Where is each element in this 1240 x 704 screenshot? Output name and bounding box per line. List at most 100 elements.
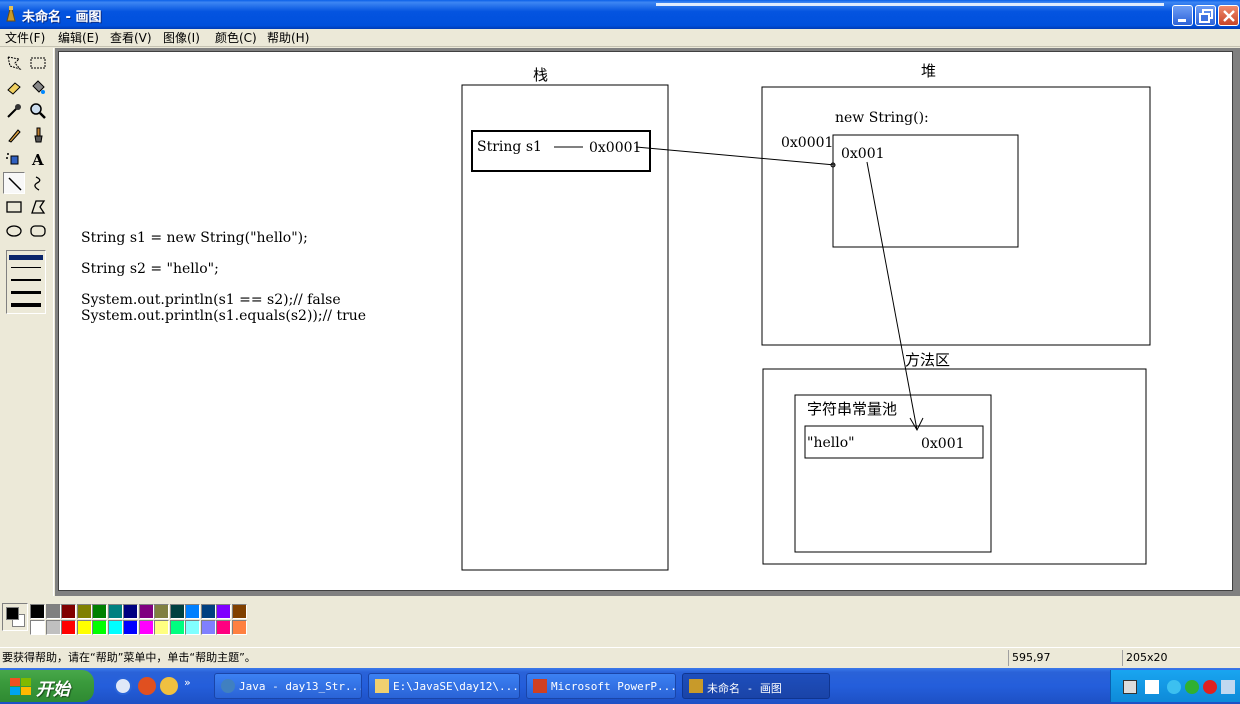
paint-task-icon — [689, 679, 703, 693]
rounded-rect-tool[interactable] — [27, 220, 49, 242]
palette-swatch[interactable] — [138, 620, 154, 635]
magnifier-tool[interactable] — [27, 100, 49, 122]
title-stripe — [656, 3, 1164, 6]
palette-swatch[interactable] — [216, 604, 231, 619]
line-tool[interactable] — [3, 172, 25, 194]
palette-swatch[interactable] — [154, 604, 169, 619]
paint-app-icon — [6, 6, 16, 22]
stack-box — [461, 84, 669, 571]
palette-swatch[interactable] — [200, 604, 216, 619]
browser-quicklaunch-icon[interactable] — [138, 677, 156, 695]
task-explorer-label: E:\JavaSE\day12\... — [393, 680, 519, 693]
task-paint[interactable]: 未命名 - 画图 — [682, 673, 830, 699]
minimize-button[interactable] — [1172, 5, 1193, 26]
palette-swatch[interactable] — [123, 620, 138, 635]
windows-logo-icon — [10, 678, 31, 695]
menu-view[interactable]: 查看(V) — [110, 31, 152, 45]
powerpoint-icon — [533, 679, 547, 693]
heap-new-label: new String(): — [835, 110, 929, 126]
palette-swatch[interactable] — [231, 620, 247, 635]
line-width-1[interactable] — [9, 255, 43, 260]
code-line-2: String s2 = "hello"; — [81, 261, 219, 277]
menu-colors[interactable]: 颜色(C) — [215, 31, 257, 45]
palette-swatch[interactable] — [30, 620, 45, 635]
diagram-shapes — [461, 84, 1151, 571]
palette-swatch[interactable] — [30, 604, 45, 619]
polygon-tool[interactable] — [27, 196, 49, 218]
maximize-button[interactable] — [1195, 5, 1216, 26]
messenger-quicklaunch-icon[interactable] — [160, 677, 178, 695]
line-width-3[interactable] — [11, 279, 41, 281]
palette-swatch[interactable] — [216, 620, 231, 635]
palette-swatch[interactable] — [231, 604, 247, 619]
pool-entry-box — [804, 425, 984, 459]
palette-swatch[interactable] — [61, 620, 76, 635]
svg-text:A: A — [31, 151, 44, 168]
code-line-1: String s1 = new String("hello"); — [81, 230, 308, 246]
ie-quicklaunch-icon[interactable] — [114, 677, 132, 695]
ellipse-tool[interactable] — [3, 220, 25, 242]
current-colors[interactable] — [2, 603, 28, 631]
line-width-5[interactable] — [11, 303, 41, 307]
palette-swatch[interactable] — [138, 604, 154, 619]
sound-icon[interactable] — [1167, 680, 1181, 694]
foreground-color[interactable] — [6, 607, 19, 620]
menu-help[interactable]: 帮助(H) — [267, 31, 310, 45]
display-icon[interactable] — [1221, 680, 1235, 694]
drawing-canvas[interactable]: String s1 = new String("hello"); String … — [58, 51, 1233, 591]
pencil-tool[interactable] — [3, 124, 25, 146]
palette-swatch[interactable] — [45, 604, 61, 619]
task-java[interactable]: Java - day13_Str... — [214, 673, 362, 699]
palette-swatch[interactable] — [169, 620, 185, 635]
palette-swatch[interactable] — [45, 620, 61, 635]
color-picker-tool[interactable] — [3, 100, 25, 122]
update-icon[interactable] — [1185, 680, 1199, 694]
eraser-tool[interactable] — [3, 76, 25, 98]
rect-select-tool[interactable] — [27, 52, 49, 74]
method-area-box — [762, 368, 1147, 565]
palette-swatch[interactable] — [107, 604, 123, 619]
airbrush-tool[interactable] — [3, 148, 25, 170]
task-powerpoint[interactable]: Microsoft PowerP... — [526, 673, 676, 699]
palette-swatch[interactable] — [61, 604, 76, 619]
palette-swatch[interactable] — [185, 604, 200, 619]
palette-swatch[interactable] — [92, 620, 107, 635]
palette-swatch[interactable] — [169, 604, 185, 619]
antivirus-icon[interactable] — [1203, 680, 1217, 694]
palette-swatch[interactable] — [123, 604, 138, 619]
curve-tool[interactable] — [27, 172, 49, 194]
menu-edit[interactable]: 编辑(E) — [58, 31, 99, 45]
palette-swatch[interactable] — [154, 620, 169, 635]
status-bar: 要获得帮助，请在“帮助”菜单中，单击“帮助主题”。 595,97 205x20 — [0, 647, 1240, 667]
network-icon[interactable] — [1145, 680, 1159, 694]
canvas-area: String s1 = new String("hello"); String … — [55, 48, 1240, 596]
ref-arrow-dot — [830, 162, 836, 168]
menu-image[interactable]: 图像(I) — [163, 31, 200, 45]
palette-swatch[interactable] — [107, 620, 123, 635]
start-button[interactable]: 开始 — [0, 670, 94, 702]
string-pool-box — [794, 394, 992, 553]
line-width-2[interactable] — [11, 267, 41, 268]
palette-swatch[interactable] — [92, 604, 107, 619]
fill-tool[interactable] — [27, 76, 49, 98]
task-explorer[interactable]: E:\JavaSE\day12\... — [368, 673, 520, 699]
free-select-tool[interactable] — [3, 52, 25, 74]
pool-addr: 0x001 — [921, 436, 965, 452]
brush-tool[interactable] — [27, 124, 49, 146]
line-width-options — [6, 250, 46, 314]
keyboard-icon[interactable] — [1123, 680, 1137, 694]
palette-swatch[interactable] — [200, 620, 216, 635]
palette-swatch[interactable] — [76, 620, 92, 635]
more-quicklaunch-icon[interactable]: » — [184, 676, 191, 689]
line-width-4[interactable] — [11, 291, 41, 294]
menu-bar: 文件(F) 编辑(E) 查看(V) 图像(I) 颜色(C) 帮助(H) — [0, 29, 1240, 47]
text-tool[interactable]: A — [27, 148, 49, 170]
close-button[interactable] — [1218, 5, 1239, 26]
task-java-label: Java - day13_Str... — [239, 680, 362, 693]
palette-swatch[interactable] — [76, 604, 92, 619]
menu-file[interactable]: 文件(F) — [5, 31, 46, 45]
palette-swatch[interactable] — [185, 620, 200, 635]
window-title: 未命名 - 画图 — [22, 10, 102, 25]
rectangle-tool[interactable] — [3, 196, 25, 218]
eclipse-icon — [221, 679, 235, 693]
